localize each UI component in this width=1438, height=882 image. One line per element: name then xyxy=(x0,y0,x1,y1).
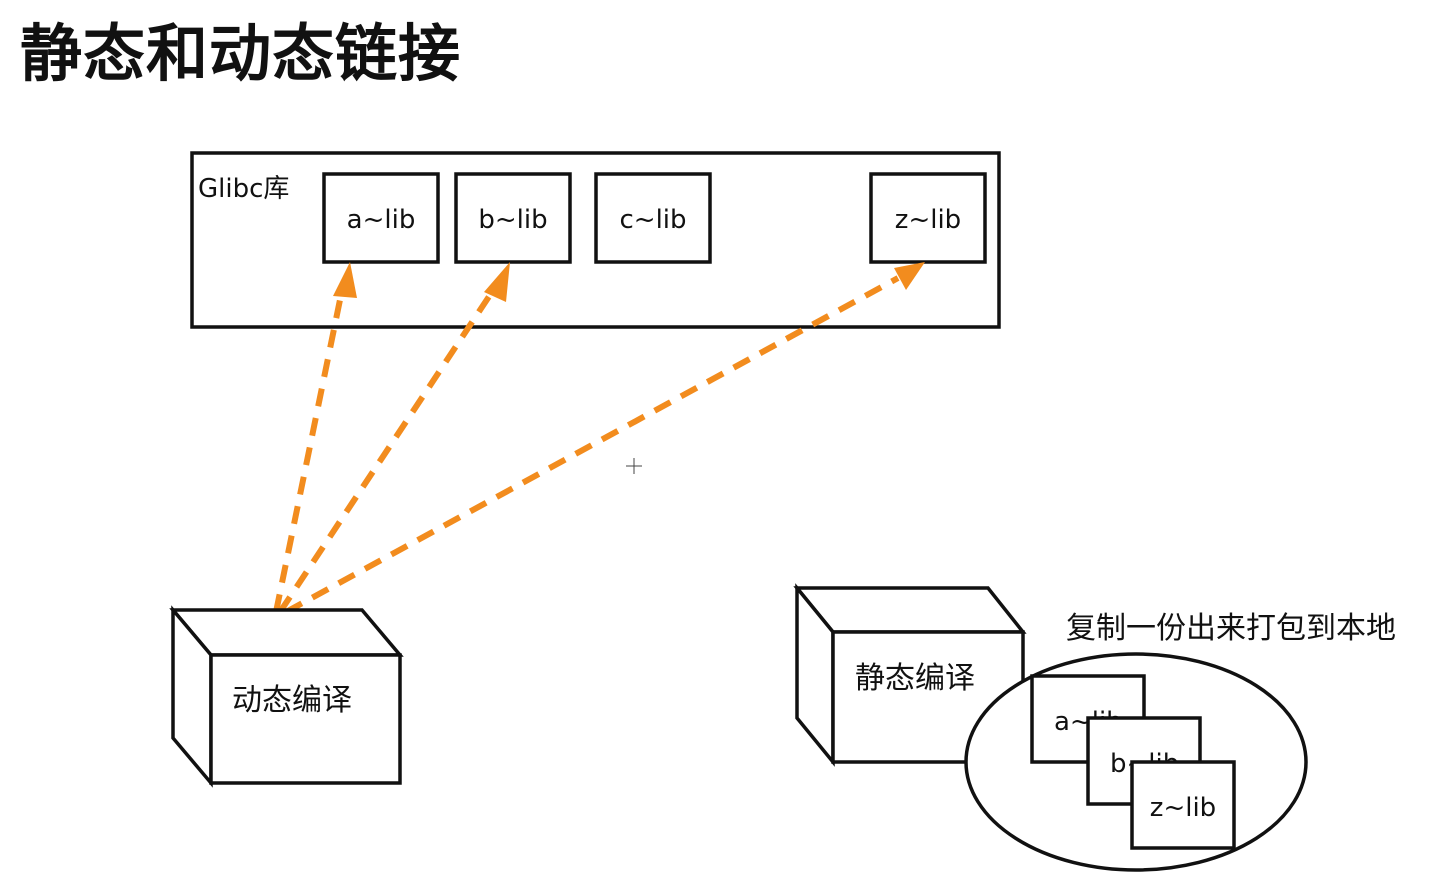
lib-label: z~lib xyxy=(1150,793,1216,823)
glibc-lib-b: b~lib xyxy=(454,172,572,264)
arrow-to-b-lib xyxy=(277,290,495,614)
glibc-library: Glibc库 a~lib b~lib c~lib z~lib xyxy=(190,151,1001,329)
cube-front xyxy=(209,653,402,785)
static-compile-box: 静态编译 xyxy=(793,583,1027,767)
static-compile-label: 静态编译 xyxy=(855,661,975,696)
lib-label: c~lib xyxy=(619,205,686,235)
glibc-lib-a: a~lib xyxy=(322,172,440,264)
arrow-head-z xyxy=(894,262,925,290)
lib-box xyxy=(322,172,440,264)
lib-label: a~lib xyxy=(347,205,416,235)
dynamic-link-arrows xyxy=(273,262,925,615)
packaged-lib-z: z~lib xyxy=(1130,760,1236,850)
crosshair-cursor-icon xyxy=(626,458,642,474)
arrow-to-a-lib xyxy=(273,289,345,613)
lib-box xyxy=(594,172,712,264)
lib-box xyxy=(454,172,572,264)
dynamic-compile-label: 动态编译 xyxy=(232,683,352,718)
arrow-head-a xyxy=(333,262,357,298)
glibc-lib-c: c~lib xyxy=(594,172,712,264)
dynamic-compile-box: 动态编译 xyxy=(169,605,404,788)
arrow-to-z-lib xyxy=(284,275,900,615)
lib-label: b~lib xyxy=(478,205,547,235)
lib-label: z~lib xyxy=(895,205,961,235)
static-copy-note: 复制一份出来打包到本地 xyxy=(1066,611,1396,646)
glibc-lib-z: z~lib xyxy=(869,172,987,264)
arrow-head-b xyxy=(484,262,510,302)
lib-box xyxy=(1130,760,1236,850)
cube-top xyxy=(793,586,1027,634)
lib-box xyxy=(869,172,987,264)
glibc-label: Glibc库 xyxy=(198,174,289,204)
slide-title: 静态和动态链接 xyxy=(20,17,462,90)
packaged-libs: a~lib b~lib z~lib xyxy=(964,652,1308,872)
